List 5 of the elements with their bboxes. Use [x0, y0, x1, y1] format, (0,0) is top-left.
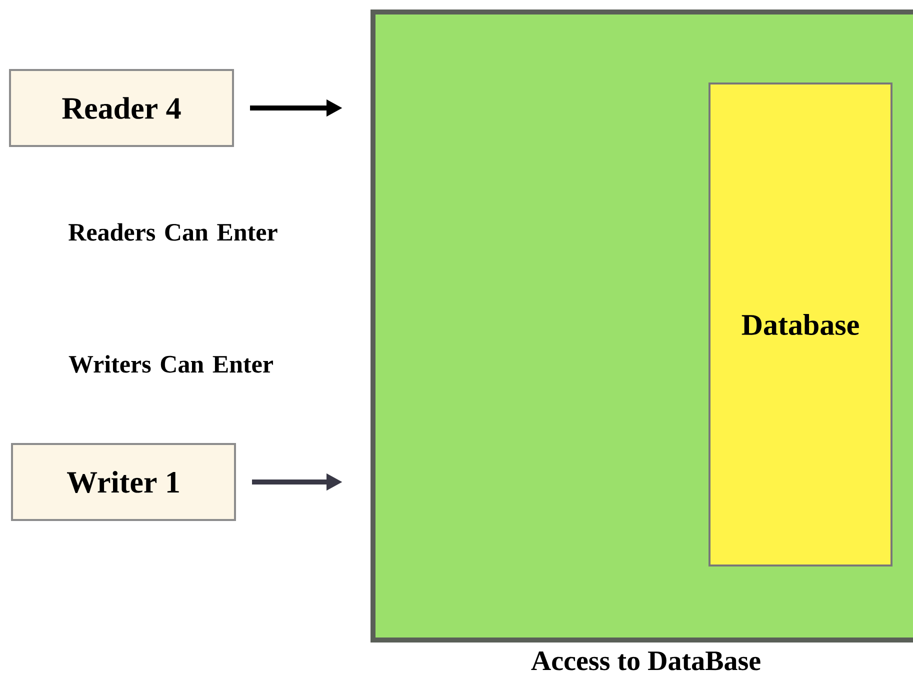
panel-caption: Access to DataBase: [531, 652, 760, 670]
note-text: Writers Can Enter: [68, 355, 273, 373]
note-text: Readers Can Enter: [68, 223, 278, 241]
reader-box: Reader 4: [9, 69, 234, 147]
writer-box: Writer 1: [11, 443, 236, 521]
